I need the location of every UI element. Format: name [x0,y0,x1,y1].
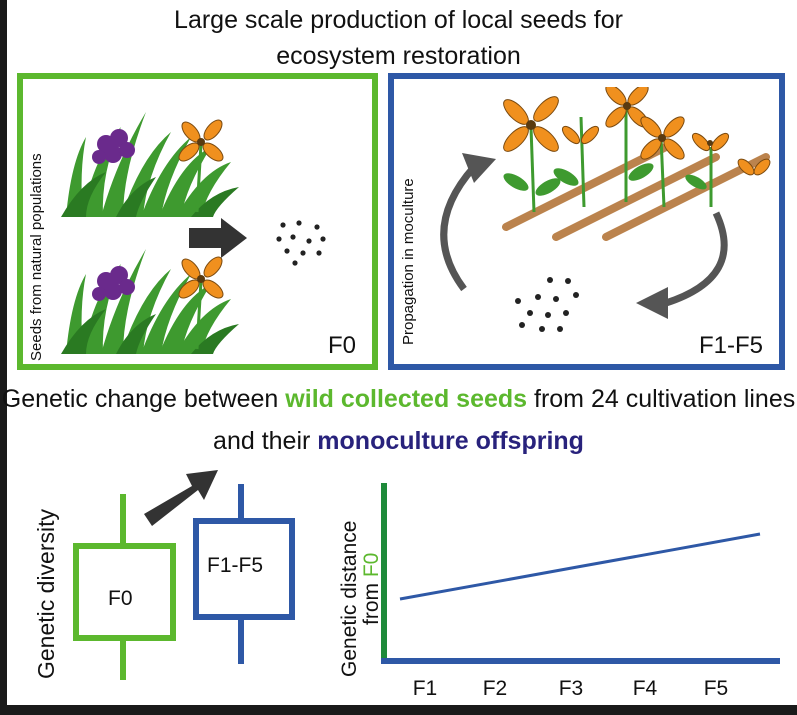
x-tick-label: F2 [483,677,508,700]
right-arrow-icon [189,218,247,258]
natural-populations-panel: Seeds from natural populations [17,73,378,370]
f0-panel-tag: F0 [327,332,356,359]
crop-rows-icon [502,87,771,241]
f0-box-label: F0 [108,587,133,610]
page-title-line-2: ecosystem restoration [276,42,521,70]
f1-f5-box-label: F1-F5 [207,554,263,577]
subtitle-line-2: and their monoculture offspring [0,424,797,458]
frame-left-bar [0,0,7,715]
chart-series-layer [399,532,761,601]
monoculture-label: Propagation in moculture [400,178,417,345]
wild-seeds-highlight: wild collected seeds [285,385,528,413]
chart-ylabel-prefix: from [360,577,383,625]
purple-flower-icon [92,266,135,301]
f1-f5-panel-tag: F1-F5 [698,332,763,359]
diagonal-arrow-icon [144,470,218,526]
boxplot-schematic: Genetic diversity F0 F1-F5 [33,470,295,680]
orange-flower-icon [178,119,224,213]
orange-flower-icon [178,256,224,350]
orange-flower-icon [503,87,771,176]
purple-flower-icon [92,129,135,164]
chart-ylabel-line-1: Genetic distance [338,521,361,677]
subtitle-text-2: from 24 cultivation lines [527,385,796,413]
grass-clump-icon [61,112,239,217]
subtitle-text-1: Genetic change between [1,385,286,413]
x-tick-label: F3 [559,677,584,700]
line-chart: Genetic distance from F0 F1 F2 F3 F4 F5 [338,483,780,700]
seeds-icon [276,220,326,266]
frame-bottom-bar [0,705,797,715]
monoculture-panel: Propagation in moculture [388,73,785,370]
x-tick-label: F4 [633,677,658,700]
chart-tick-layer: F1 F2 F3 F4 F5 [413,677,729,700]
subtitle-text-3: and their [213,427,318,455]
page-title-line-1: Large scale production of local seeds fo… [174,6,623,34]
monoculture-offspring-highlight: monoculture offspring [317,427,584,455]
subtitle-line-1: Genetic change between wild collected se… [0,382,797,416]
chart-ylabel-line-2: from F0 [360,553,383,625]
seeds-icon [515,277,579,332]
natural-populations-label: Seeds from natural populations [28,153,45,361]
chart-ylabel-f0: F0 [360,553,383,578]
x-tick-label: F5 [704,677,729,700]
cycle-arrow-left-icon [440,153,496,292]
cycle-arrow-right-icon [636,211,728,319]
genetic-distance-series-line [399,532,761,601]
genetic-diversity-label: Genetic diversity [33,508,59,679]
grass-clump-icon [61,249,239,354]
x-tick-label: F1 [413,677,438,700]
